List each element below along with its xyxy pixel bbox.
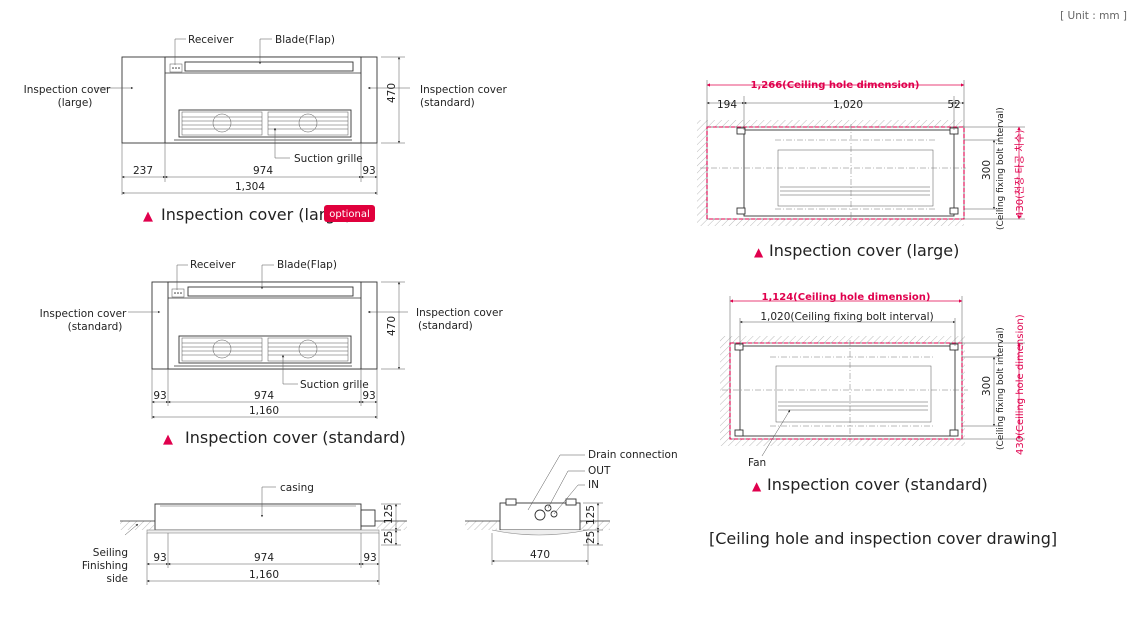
caption-marker: ▲ [143, 209, 153, 224]
dim-left: 93 [153, 390, 166, 402]
end-view [465, 454, 610, 565]
cover-right-label-1: Inspection cover [420, 84, 507, 96]
bolt-vertical: 300 [981, 160, 993, 180]
width-dimension: 470 [530, 549, 550, 561]
dim-right: 52 [947, 99, 960, 111]
dim-center: 1,020 [833, 99, 863, 111]
suction-grille-label: Suction grille [300, 379, 369, 391]
casing-label: casing [280, 482, 314, 494]
height-dimension: 470 [386, 83, 398, 103]
cover-right-label-1: Inspection cover [416, 307, 503, 319]
blade-label: Blade(Flap) [275, 34, 335, 46]
fan-label: Fan [748, 457, 766, 469]
dim-total: 1,304 [235, 181, 265, 193]
top-view-standard [720, 296, 1025, 457]
top-large-caption: Inspection cover (large) [769, 241, 959, 260]
hole-vertical: 430(Ceiling hole dimension) [1015, 314, 1026, 455]
height-bottom: 25 [585, 531, 597, 544]
dim-right: 93 [362, 390, 375, 402]
cover-left-label-2: (large) [58, 97, 93, 109]
cover-left-label-1: Inspection cover [40, 308, 127, 320]
dim-center: 974 [254, 552, 274, 564]
bolt-vertical: 300 [981, 376, 993, 396]
blade-label: Blade(Flap) [277, 259, 337, 271]
caption-marker: ▲ [163, 432, 173, 447]
dim-total: 1,160 [249, 405, 279, 417]
dim-left: 93 [153, 552, 166, 564]
hanger-bracket-icon [736, 127, 959, 215]
optional-badge [324, 205, 375, 222]
standard-cover-front-view [128, 264, 408, 419]
suction-grille-icon [178, 109, 352, 138]
receiver-label: Receiver [188, 34, 234, 46]
side-view [120, 486, 407, 585]
cover-right-label-2: (standard) [420, 97, 475, 109]
top-view-large [697, 80, 1025, 226]
receiver-icon [169, 63, 183, 73]
dim-left: 237 [133, 165, 153, 177]
cover-left-label-1: Inspection cover [24, 84, 111, 96]
footer-caption: [Ceiling hole and inspection cover drawi… [709, 529, 1057, 548]
caption-marker: ▲ [752, 479, 762, 493]
ceiling-label-2: Finishing [82, 560, 128, 572]
hole-dimension: 1,124(Ceiling hole dimension) [762, 292, 931, 303]
dim-right: 93 [362, 165, 375, 177]
standard-caption: Inspection cover (standard) [185, 428, 406, 447]
optional-badge-label: optional [329, 209, 370, 220]
hole-vertical: 430(천장 타공 치수) [1014, 129, 1026, 218]
large-caption: Inspection cover (large) [161, 205, 351, 224]
dim-center: 974 [254, 390, 274, 402]
unit-label: [ Unit : mm ] [1060, 10, 1127, 22]
top-standard-caption: Inspection cover (standard) [767, 475, 988, 494]
hanger-bracket-icon [734, 343, 959, 437]
large-cover-front-view [95, 38, 410, 195]
ceiling-label-3: side [106, 573, 128, 585]
bolt-interval-label: (Ceiling fixing bolt interval) [996, 107, 1006, 230]
caption-marker: ▲ [754, 245, 764, 259]
dim-right: 93 [363, 552, 376, 564]
height-top: 125 [383, 504, 395, 524]
bolt-horizontal: 1,020(Ceiling fixing bolt interval) [760, 311, 933, 323]
cover-left-label-2: (standard) [68, 321, 123, 333]
cover-right-label-2: (standard) [418, 320, 473, 332]
dim-total: 1,160 [249, 569, 279, 581]
height-bottom: 25 [383, 531, 395, 544]
height-dimension: 470 [386, 316, 398, 336]
hole-dimension: 1,266(Ceiling hole dimension) [751, 80, 920, 91]
height-top: 125 [585, 505, 597, 525]
suction-grille-icon [178, 335, 352, 364]
out-label: OUT [588, 465, 611, 477]
suction-grille-label: Suction grille [294, 153, 363, 165]
in-label: IN [588, 479, 599, 491]
receiver-icon [171, 288, 185, 298]
drain-connection-label: Drain connection [588, 449, 678, 461]
dim-center: 974 [253, 165, 273, 177]
ceiling-label-1: Seiling [93, 547, 128, 559]
bolt-interval-label: (Ceiling fixing bolt interval) [996, 327, 1006, 450]
receiver-label: Receiver [190, 259, 236, 271]
dim-left: 194 [717, 99, 737, 111]
